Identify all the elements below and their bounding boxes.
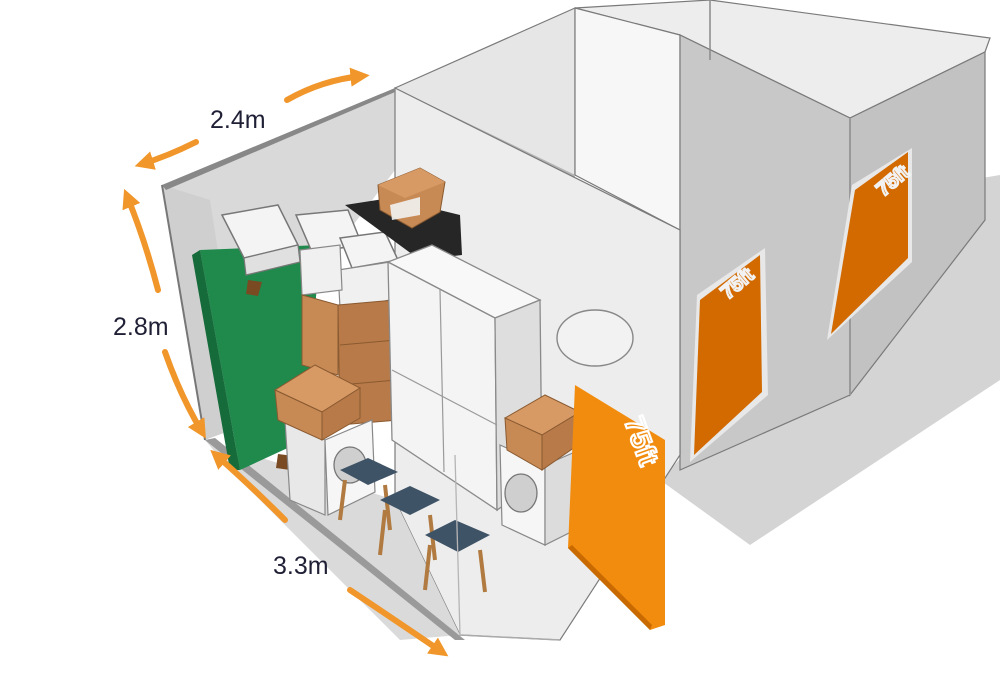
box-on-washer-left [273, 364, 362, 441]
curved-arrow-icon [347, 587, 449, 657]
curved-arrow-icon [162, 349, 206, 439]
box-on-washer-right [503, 394, 582, 471]
closed-unit-door-1: 75ft [690, 248, 768, 462]
cardboard-box-top [377, 167, 446, 229]
height-label: 2.8m [113, 313, 169, 341]
curved-arrow-icon [122, 188, 161, 293]
depth-label: 3.3m [273, 552, 329, 580]
depth-dimension: 3.3m [210, 449, 449, 657]
width-dimension: 2.4m [134, 67, 370, 170]
round-table-top [556, 309, 634, 367]
closed-unit-door-2: 75ft [827, 148, 915, 340]
height-dimension: 2.8m [113, 188, 206, 439]
curved-arrow-icon [134, 139, 199, 170]
width-label: 2.4m [210, 106, 266, 134]
curved-arrow-icon [210, 449, 288, 523]
curved-arrow-icon [284, 67, 370, 103]
open-unit-door: 75ft [568, 385, 666, 630]
